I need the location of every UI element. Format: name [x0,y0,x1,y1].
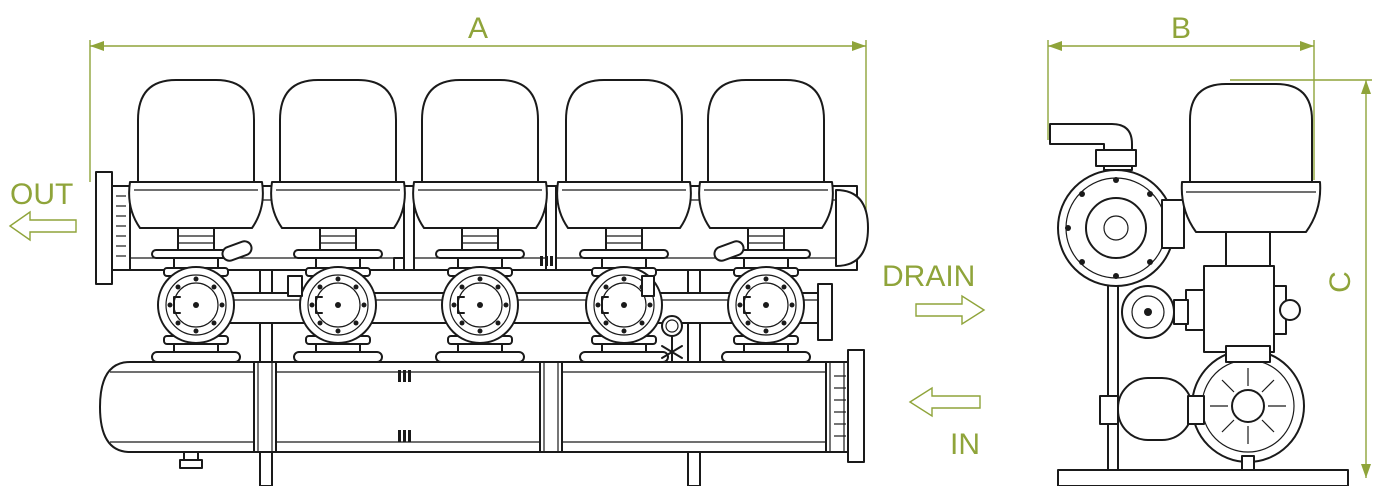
dimension-c [1230,79,1372,478]
pressure-gauge-icon [661,315,683,363]
drain-arrow-icon [915,294,986,326]
out-label: OUT [10,178,73,211]
dimension-b-label: B [1171,12,1191,45]
in-arrow-icon [908,386,981,418]
dimension-c-label: C [1324,271,1357,293]
dimension-b [1047,40,1315,180]
dimension-a [89,40,867,212]
side-view [1049,83,1349,486]
out-arrow-icon [8,210,77,242]
in-label: IN [950,428,980,461]
drain-label: DRAIN [882,260,975,293]
front-view [95,79,869,486]
dimension-a-label: A [468,12,488,45]
